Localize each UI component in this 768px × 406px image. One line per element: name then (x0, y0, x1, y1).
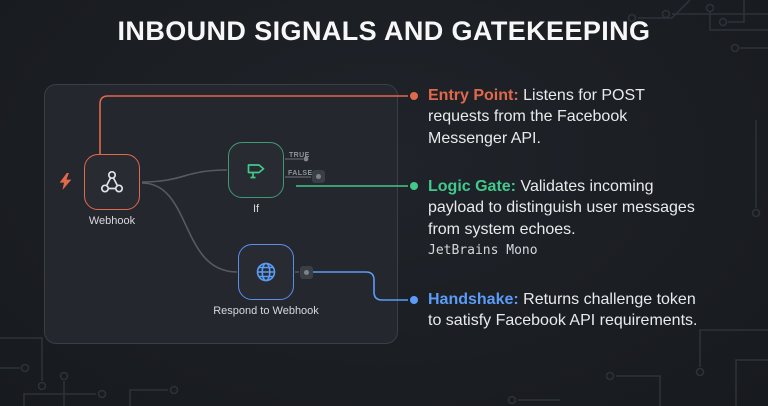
annotation-logic-term: Logic Gate: (428, 178, 517, 195)
annotation-logic-note: JetBrains Mono (428, 242, 538, 258)
annotation-handshake-term: Handshake: (428, 291, 519, 308)
if-output-false-label: FALSE (288, 170, 313, 177)
if-filter-icon (247, 164, 265, 179)
node-respond-label: Respond to Webhook (213, 305, 319, 317)
connector-dot-icon (316, 174, 321, 179)
if-false-connector-button[interactable] (312, 170, 325, 183)
webhook-icon (100, 170, 124, 193)
node-if[interactable] (228, 142, 284, 198)
page-title: INBOUND SIGNALS AND GATEKEEPING (117, 16, 651, 46)
node-webhook-label: Webhook (88, 215, 136, 227)
respond-connector-button[interactable] (300, 266, 313, 279)
annotation-entry-point: Entry Point: Listens for POST requests f… (428, 85, 678, 149)
annotation-handshake: Handshake: Returns challenge token to sa… (428, 289, 710, 332)
node-webhook[interactable] (84, 154, 140, 210)
connector-dot-icon (304, 270, 309, 275)
node-if-label: If (252, 203, 260, 215)
if-output-true-label: TRUE (289, 152, 310, 159)
trigger-bolt-icon (59, 173, 72, 190)
node-respond-to-webhook[interactable] (238, 244, 294, 300)
annotation-logic-text: Validates incoming payload to distinguis… (428, 178, 695, 238)
annotation-logic-gate: Logic Gate: Validates incoming payload t… (428, 176, 700, 259)
annotation-entry-term: Entry Point: (428, 87, 519, 104)
annotation-handshake-text: Returns challenge token to satisfy Faceb… (428, 291, 698, 330)
annotation-entry-text: Listens for POST requests from the Faceb… (428, 87, 645, 147)
globe-icon (256, 262, 276, 282)
